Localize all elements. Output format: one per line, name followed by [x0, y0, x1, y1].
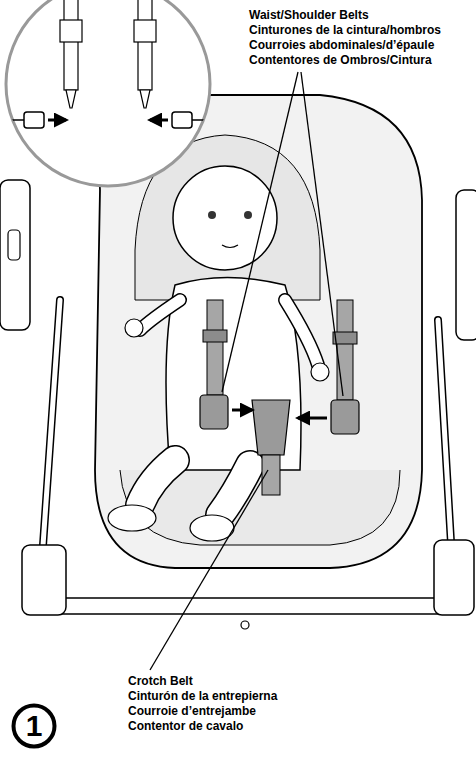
base-bar: [40, 598, 460, 614]
part-label: Contentor de cavalo: [128, 719, 243, 734]
step-number-text: 1: [11, 703, 57, 741]
insert-arrow: [232, 409, 252, 412]
leader-line: [150, 470, 268, 670]
waist-belt: [192, 119, 216, 121]
buckle-tongue: [66, 90, 76, 108]
motor-housing: [0, 180, 30, 330]
baby-hand: [311, 363, 329, 381]
crotch-buckle: [252, 400, 290, 455]
baby-arm: [285, 300, 318, 365]
step-number: 1: [11, 703, 57, 749]
baby-eye: [208, 211, 216, 219]
insert-arrow: [298, 417, 327, 420]
side-housing: [456, 190, 476, 340]
waist-belt: [0, 119, 24, 121]
strap: [64, 0, 78, 90]
buckle: [24, 112, 44, 128]
control-knob: [8, 230, 20, 260]
base-foot: [434, 540, 474, 615]
strap: [138, 0, 152, 90]
frame-leg: [438, 320, 452, 560]
insert-arrow: [150, 119, 168, 122]
buckle: [200, 395, 228, 429]
part-label: Cinturones de la cintura/hombros: [249, 23, 441, 38]
leader-line: [222, 72, 298, 392]
baby-foot: [108, 505, 156, 531]
baby-arm-fill: [285, 300, 318, 365]
baby-arm-fill: [140, 300, 180, 330]
baby-foot: [190, 515, 234, 541]
baby-leg-fill: [140, 460, 175, 505]
part-label: Courroie d’entrejambe: [128, 704, 256, 719]
frame-leg: [42, 300, 60, 560]
buckle: [331, 400, 359, 434]
buckle: [172, 112, 192, 128]
base-foot: [22, 545, 66, 615]
part-label: Waist/Shoulder Belts: [249, 8, 369, 23]
insert-arrow: [48, 119, 66, 122]
baby-hand: [125, 319, 143, 337]
baby-head: [173, 166, 277, 270]
part-label: Contentores de Ombros/Cintura: [249, 53, 432, 68]
baby-leg: [140, 460, 175, 505]
baby-mouth: [222, 245, 238, 248]
strap-adjuster: [60, 20, 82, 42]
frame-leg-fill: [42, 300, 60, 560]
part-label: Cinturón de la entrepierna: [128, 689, 277, 704]
strap-adjuster: [134, 20, 156, 42]
base-screw: [241, 621, 249, 629]
part-label: Crotch Belt: [128, 674, 193, 689]
baby-arm: [140, 300, 180, 330]
shoulder-strap: [337, 300, 353, 400]
strap-adjuster: [203, 330, 227, 342]
baby-eye: [244, 211, 252, 219]
frame-leg-fill: [438, 320, 452, 560]
part-label: Courroies abdominales/d’épaule: [249, 38, 434, 53]
shoulder-strap: [207, 300, 223, 395]
inset-detail: [0, 0, 216, 128]
leader-line: [301, 72, 343, 396]
buckle-tongue: [140, 90, 150, 108]
detail-inset: [6, 0, 210, 186]
